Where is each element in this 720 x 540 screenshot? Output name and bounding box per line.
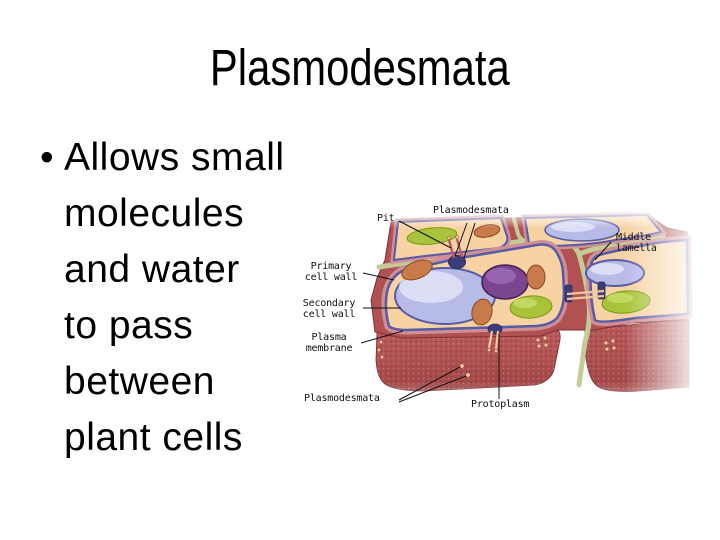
nucleus-highlight <box>486 268 516 284</box>
pit-bottom <box>486 323 503 354</box>
label-secondary-cell-wall: Secondary cell wall <box>302 298 356 320</box>
pit-bottom-depression <box>487 323 503 335</box>
cell-illustration <box>355 208 720 425</box>
pointer-plasmodesmata-top-2 <box>463 222 476 259</box>
plasmodesma-strand-right-2 <box>566 294 605 301</box>
vacuole-right-highlight <box>590 263 624 275</box>
plasmodesma-strand-1 <box>447 239 456 259</box>
main-cell <box>381 240 569 335</box>
fade-bottom <box>355 382 720 425</box>
label-primary-cell-wall: Primary cell wall <box>304 261 358 283</box>
pit-depression <box>448 255 466 269</box>
plasmodesma-strand-bottom-2 <box>494 330 500 350</box>
face-dot <box>610 338 616 344</box>
pointer-lines <box>360 220 612 403</box>
face-dot <box>535 337 541 343</box>
plasmodesma-strand-right-1 <box>566 289 605 296</box>
title-row: Plasmodesmata <box>0 38 720 98</box>
label-protoplasm: Protoplasm <box>471 399 530 410</box>
bullet-item: • Allows small molecules and water to pa… <box>40 130 285 466</box>
strand-tip-1 <box>447 236 451 240</box>
face-dot <box>459 363 465 369</box>
face-dot <box>536 343 542 349</box>
strand-tip-2 <box>455 235 459 239</box>
pointer-middle-lamella <box>594 241 612 261</box>
organelle-orange-2 <box>471 298 493 326</box>
chloroplast-highlight <box>513 298 537 308</box>
face-dot <box>543 342 549 348</box>
label-plasmodesmata-bottom: Plasmodesmata <box>304 393 380 404</box>
strand-bottom-tip-2 <box>493 348 499 354</box>
main-front-stipple <box>376 329 561 391</box>
face-plasmodesmata-dots <box>376 335 617 378</box>
organelle-orange-3 <box>526 264 546 290</box>
face-dot <box>376 347 382 353</box>
face-dot <box>378 339 384 345</box>
face-dot <box>604 346 610 352</box>
edge-fades <box>355 208 720 425</box>
pointer-plasmodesmata-bottom-1 <box>398 366 461 401</box>
bullet-marker: • <box>40 136 54 179</box>
pointer-plasma-membrane <box>360 330 404 344</box>
fade-top <box>371 210 720 228</box>
plasmodesma-strand-bottom-1 <box>487 330 494 349</box>
face-dot <box>611 345 617 351</box>
slide-title: Plasmodesmata <box>210 39 510 96</box>
pointer-primary-cell-wall <box>362 272 395 281</box>
plasmodesma-strand-2 <box>455 238 464 258</box>
lamella-upper-right <box>576 233 666 257</box>
strand-bottom-tip-1 <box>486 347 492 353</box>
label-plasma-membrane: Plasma membrane <box>305 332 353 354</box>
face-dot <box>379 354 385 360</box>
pointer-plasmodesmata-bottom-2 <box>398 375 467 403</box>
organelle-orange-1 <box>401 259 433 281</box>
face-dot <box>542 335 548 341</box>
bullet-text: Allows small molecules and water to pass… <box>64 136 285 459</box>
label-middle-lamella: Middle lamella <box>616 232 657 254</box>
face-dot <box>465 372 471 378</box>
pit-right <box>564 281 606 303</box>
label-pit: Pit <box>377 213 395 224</box>
face-dot <box>603 340 609 346</box>
plant-cell-diagram: Pit Plasmodesmata Middle lamella Primary… <box>295 190 720 425</box>
pointer-pit <box>398 220 452 249</box>
pit-top <box>447 235 466 269</box>
label-plasmodesmata-top: Plasmodesmata <box>433 205 509 216</box>
pointer-plasmodesmata-top-1 <box>454 222 468 257</box>
